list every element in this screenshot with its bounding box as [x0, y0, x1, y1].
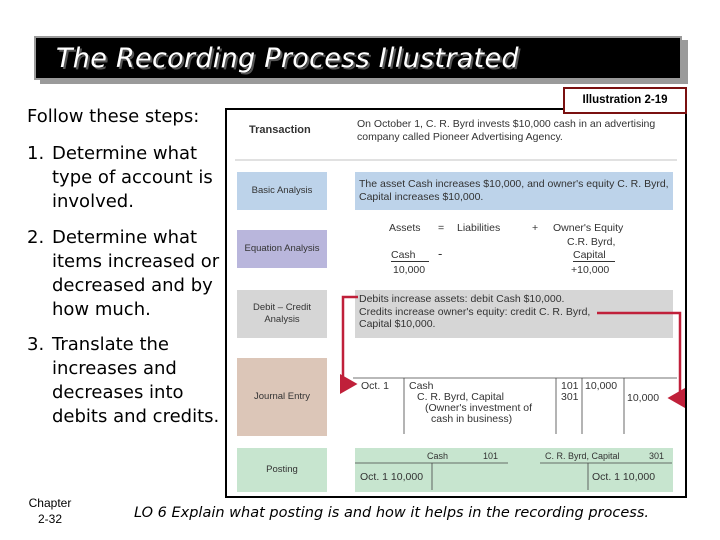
title-bar: The Recording Process Illustrated	[34, 36, 682, 80]
step-1-text: Determine what type of account is involv…	[52, 143, 213, 212]
posting-cash-title: Cash	[427, 451, 449, 461]
eq-cash-label: Cash	[391, 249, 429, 262]
step-1-number: 1.	[27, 143, 45, 164]
journal-debit-account: Cash	[409, 380, 434, 392]
eq-plus: +	[532, 222, 539, 234]
debit-credit-line-1: Debits increase assets: debit Cash $10,0…	[359, 293, 565, 305]
step-3: 3. Translate the increases and decreases…	[27, 333, 227, 429]
chapter-label: Chapter 2-32	[22, 495, 78, 527]
transaction-heading: Transaction	[249, 124, 311, 136]
illustration-label: Illustration 2-19	[563, 87, 687, 114]
learning-objective: LO 6 Explain what posting is and how it …	[134, 505, 649, 521]
intro-text: Follow these steps:	[27, 106, 200, 127]
posting-area	[355, 448, 673, 492]
step-3-number: 3.	[27, 334, 45, 355]
posting-capital-number: 301	[649, 451, 665, 461]
basic-analysis-label: Basic Analysis	[237, 172, 327, 210]
posting-capital-entry: Oct. 1 10,000	[592, 471, 656, 483]
step-2: 2. Determine what items increased or dec…	[27, 226, 227, 322]
eq-capital-label-2: Capital	[573, 249, 615, 262]
eq-capital-value: +10,000	[571, 264, 610, 276]
debit-credit-analysis-label: Debit – Credit Analysis	[237, 290, 327, 338]
step-3-text: Translate the increases and decreases in…	[52, 334, 220, 427]
equation-analysis-label: Equation Analysis	[237, 230, 327, 268]
eq-dash: -	[438, 246, 443, 261]
debit-credit-line-3: Capital $10,000.	[359, 318, 436, 330]
eq-capital-label-1: C.R. Byrd,	[567, 236, 616, 248]
posting-cash-entry: Oct. 1 10,000	[360, 471, 424, 483]
journal-ref-credit: 301	[561, 391, 579, 403]
journal-ref-debit: 101	[561, 380, 579, 392]
eq-assets: Assets	[389, 222, 421, 234]
journal-explanation-1: (Owner's investment of	[425, 402, 533, 414]
slide-title: The Recording Process Illustrated	[56, 43, 519, 74]
eq-liabilities: Liabilities	[457, 222, 501, 234]
step-2-number: 2.	[27, 227, 45, 248]
posting-capital-title: C. R. Byrd, Capital	[545, 451, 620, 461]
eq-cash-value: 10,000	[393, 264, 426, 276]
journal-entry-label: Journal Entry	[237, 358, 327, 436]
step-2-text: Determine what items increased or decrea…	[52, 227, 220, 320]
journal-credit-amount: 10,000	[627, 392, 660, 404]
debit-credit-analysis-text: Debits increase assets: debit Cash $10,0…	[355, 290, 673, 338]
eq-owners-equity: Owner's Equity	[553, 222, 624, 234]
step-1: 1. Determine what type of account is inv…	[27, 142, 227, 214]
posting-label: Posting	[237, 448, 327, 492]
posting-cash-number: 101	[483, 451, 499, 461]
journal-debit-amount: 10,000	[585, 380, 618, 392]
journal-explanation-2: cash in business)	[431, 413, 513, 425]
illustration-panel: Transaction On October 1, C. R. Byrd inv…	[225, 108, 687, 498]
basic-analysis-text: The asset Cash increases $10,000, and ow…	[355, 172, 673, 210]
chapter-word: Chapter	[28, 496, 72, 510]
eq-equals: =	[438, 222, 445, 234]
debit-credit-line-2: Credits increase owner's equity: credit …	[359, 305, 591, 318]
chapter-page: 2-32	[37, 512, 63, 526]
journal-credit-account: C. R. Byrd, Capital	[417, 391, 504, 403]
transaction-text: On October 1, C. R. Byrd invests $10,000…	[357, 118, 656, 143]
journal-date: Oct. 1	[361, 380, 390, 392]
